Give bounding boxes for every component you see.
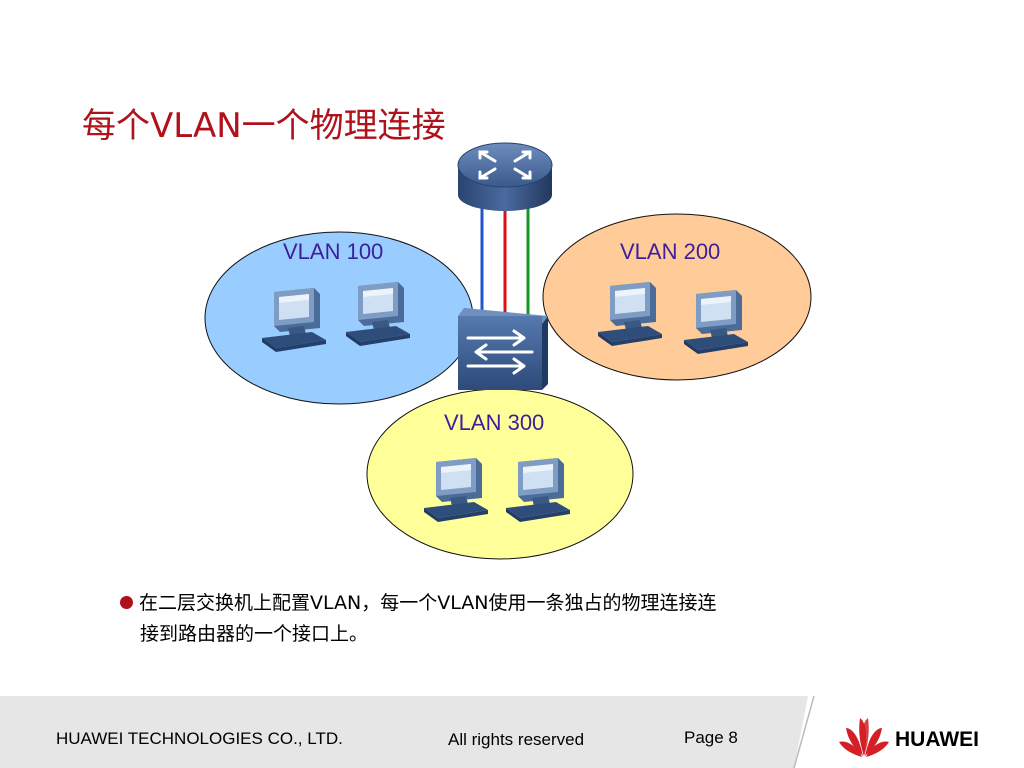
vlan-100-label: VLAN 100 — [283, 239, 383, 264]
footer-rights: All rights reserved — [448, 730, 585, 749]
slide-title: 每个VLAN一个物理连接 — [82, 106, 446, 146]
footer-page-number: Page 8 — [684, 728, 738, 747]
bullet-line-2: 接到路由器的一个接口上。 — [140, 623, 369, 645]
switch-icon — [458, 308, 548, 390]
bullet-line-1: 在二层交换机上配置VLAN，每一个VLAN使用一条独占的物理连接连 — [139, 592, 717, 614]
vlan-200-label: VLAN 200 — [620, 239, 720, 264]
footer-logo-panel — [794, 696, 1024, 768]
footer-company: HUAWEI TECHNOLOGIES CO., LTD. — [56, 729, 343, 748]
router-icon — [457, 142, 553, 211]
bullet-text: 在二层交换机上配置VLAN，每一个VLAN使用一条独占的物理连接连 接到路由器的… — [120, 588, 930, 650]
huawei-logo-text: HUAWEI — [895, 728, 979, 751]
huawei-logo-icon — [839, 718, 889, 757]
vlan-300-label: VLAN 300 — [444, 410, 544, 435]
footer-bar — [0, 696, 1024, 768]
network-diagram: VLAN 100 VLAN 200 VLAN 300 — [204, 142, 812, 560]
footer-divider — [793, 696, 815, 768]
bullet-dot — [120, 596, 133, 609]
